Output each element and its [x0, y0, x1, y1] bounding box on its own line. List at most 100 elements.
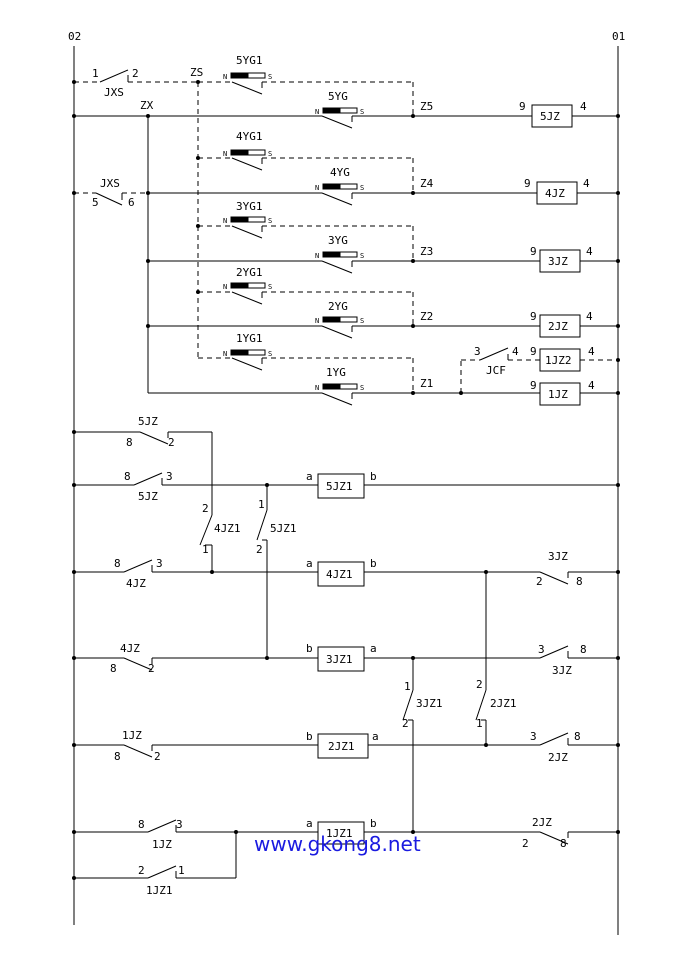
switch-4yg1: N S 4YG1 — [198, 130, 414, 193]
svg-text:2: 2 — [256, 543, 263, 556]
svg-text:3JZ1: 3JZ1 — [326, 653, 353, 666]
contact-2jz-nc: 2JZ 2 8 — [522, 816, 618, 850]
svg-text:1JZ: 1JZ — [152, 838, 172, 851]
svg-text:5JZ1: 5JZ1 — [270, 522, 297, 535]
relay-1jz2: 1JZ2 9 4 — [530, 345, 618, 372]
relay-1jz1: 1JZ1 a b — [306, 817, 540, 845]
contact-4jz1: 2 1 4JZ1 — [199, 502, 241, 572]
svg-text:4YG: 4YG — [330, 166, 350, 179]
svg-text:8: 8 — [114, 557, 121, 570]
svg-text:8: 8 — [114, 750, 121, 763]
svg-text:2: 2 — [536, 575, 543, 588]
svg-text:S: S — [360, 184, 364, 192]
svg-text:3: 3 — [166, 470, 173, 483]
contact-5jz-no: 8 3 5JZ — [74, 470, 318, 503]
svg-text:N: N — [315, 108, 319, 116]
svg-text:4JZ1: 4JZ1 — [326, 568, 353, 581]
svg-text:S: S — [268, 217, 272, 225]
svg-text:N: N — [223, 350, 227, 358]
switch-3yg: N S 3YG — [148, 234, 540, 274]
switch-5yg: N S 5YG — [74, 90, 532, 129]
svg-text:1JZ: 1JZ — [122, 729, 142, 742]
svg-text:a: a — [306, 817, 313, 830]
svg-text:N: N — [223, 283, 227, 291]
contact-3jz1: 1 2 3JZ1 — [402, 658, 443, 832]
svg-text:4: 4 — [588, 345, 595, 358]
relay-5jz1: 5JZ1 a b — [306, 470, 618, 499]
svg-text:3: 3 — [156, 557, 163, 570]
svg-text:N: N — [223, 217, 227, 225]
svg-text:5YG: 5YG — [328, 90, 348, 103]
svg-text:1JZ1: 1JZ1 — [326, 827, 353, 840]
svg-text:2YG1: 2YG1 — [236, 266, 263, 279]
node-z5-label: Z5 — [420, 100, 433, 113]
jxs-contact-lower: JXS 5 6 — [74, 177, 148, 209]
svg-text:2JZ1: 2JZ1 — [490, 697, 517, 710]
svg-text:2: 2 — [148, 662, 155, 675]
svg-text:1: 1 — [178, 864, 185, 877]
svg-text:4JZ: 4JZ — [126, 577, 146, 590]
switch-2yg1: N S 2YG1 — [198, 266, 414, 326]
switch-2yg: N S 2YG — [148, 300, 540, 339]
svg-text:N: N — [223, 73, 227, 81]
svg-text:4JZ: 4JZ — [120, 642, 140, 655]
relay-3jz: 3JZ 9 4 — [530, 245, 618, 273]
node-zx-label: ZX — [140, 99, 154, 112]
svg-text:8: 8 — [576, 575, 583, 588]
svg-text:8: 8 — [124, 470, 131, 483]
svg-text:2: 2 — [402, 717, 409, 730]
svg-text:3: 3 — [474, 345, 481, 358]
contact-4jz-nc: 4JZ 8 2 — [74, 642, 318, 675]
svg-text:2: 2 — [522, 837, 529, 850]
svg-text:1YG1: 1YG1 — [236, 332, 263, 345]
svg-text:5JZ: 5JZ — [540, 110, 560, 123]
svg-text:2JZ: 2JZ — [548, 751, 568, 764]
svg-text:2: 2 — [138, 864, 145, 877]
jxs-contact-top: 1 2 JXS — [74, 67, 198, 99]
svg-text:N: N — [315, 317, 319, 325]
relay-2jz: 2JZ 9 4 — [530, 310, 618, 338]
svg-text:a: a — [306, 557, 313, 570]
contact-1jz1-hold: 2 1 1JZ1 — [74, 832, 237, 897]
watermark-text: www.gkong8.net — [254, 832, 421, 856]
svg-text:9: 9 — [519, 100, 526, 113]
svg-text:2YG: 2YG — [328, 300, 348, 313]
svg-text:b: b — [306, 730, 313, 743]
svg-text:5JZ1: 5JZ1 — [326, 480, 353, 493]
svg-text:S: S — [268, 73, 272, 81]
svg-text:3YG1: 3YG1 — [236, 200, 263, 213]
svg-text:1: 1 — [258, 498, 265, 511]
svg-text:N: N — [223, 150, 227, 158]
node-z4-label: Z4 — [420, 177, 434, 190]
svg-text:4: 4 — [586, 310, 593, 323]
svg-text:5JZ: 5JZ — [138, 415, 158, 428]
svg-text:8: 8 — [574, 730, 581, 743]
svg-text:b: b — [370, 557, 377, 570]
svg-text:6: 6 — [128, 196, 135, 209]
svg-text:2: 2 — [202, 502, 209, 515]
svg-text:4JZ1: 4JZ1 — [214, 522, 241, 535]
svg-text:4: 4 — [583, 177, 590, 190]
svg-text:4: 4 — [512, 345, 519, 358]
svg-text:8: 8 — [110, 662, 117, 675]
rail-left-label: 02 — [68, 30, 81, 43]
svg-text:9: 9 — [530, 310, 537, 323]
svg-text:3JZ1: 3JZ1 — [416, 697, 443, 710]
svg-text:S: S — [360, 108, 364, 116]
svg-text:9: 9 — [530, 345, 537, 358]
switch-4yg: N S 4YG — [148, 166, 537, 206]
svg-text:4JZ: 4JZ — [545, 187, 565, 200]
svg-text:3: 3 — [538, 643, 545, 656]
svg-text:S: S — [360, 384, 364, 392]
svg-text:a: a — [372, 730, 379, 743]
svg-text:3JZ: 3JZ — [548, 255, 568, 268]
contact-4jz-no: 8 3 4JZ — [74, 557, 318, 590]
svg-text:1JZ: 1JZ — [548, 388, 568, 401]
svg-text:4: 4 — [586, 245, 593, 258]
node-z1-label: Z1 — [420, 377, 433, 390]
svg-text:2: 2 — [132, 67, 139, 80]
svg-text:3YG: 3YG — [328, 234, 348, 247]
svg-text:8: 8 — [560, 837, 567, 850]
relay-2jz1: 2JZ1 b a — [306, 730, 540, 759]
switch-5yg1: N S 5YG1 — [198, 54, 414, 116]
